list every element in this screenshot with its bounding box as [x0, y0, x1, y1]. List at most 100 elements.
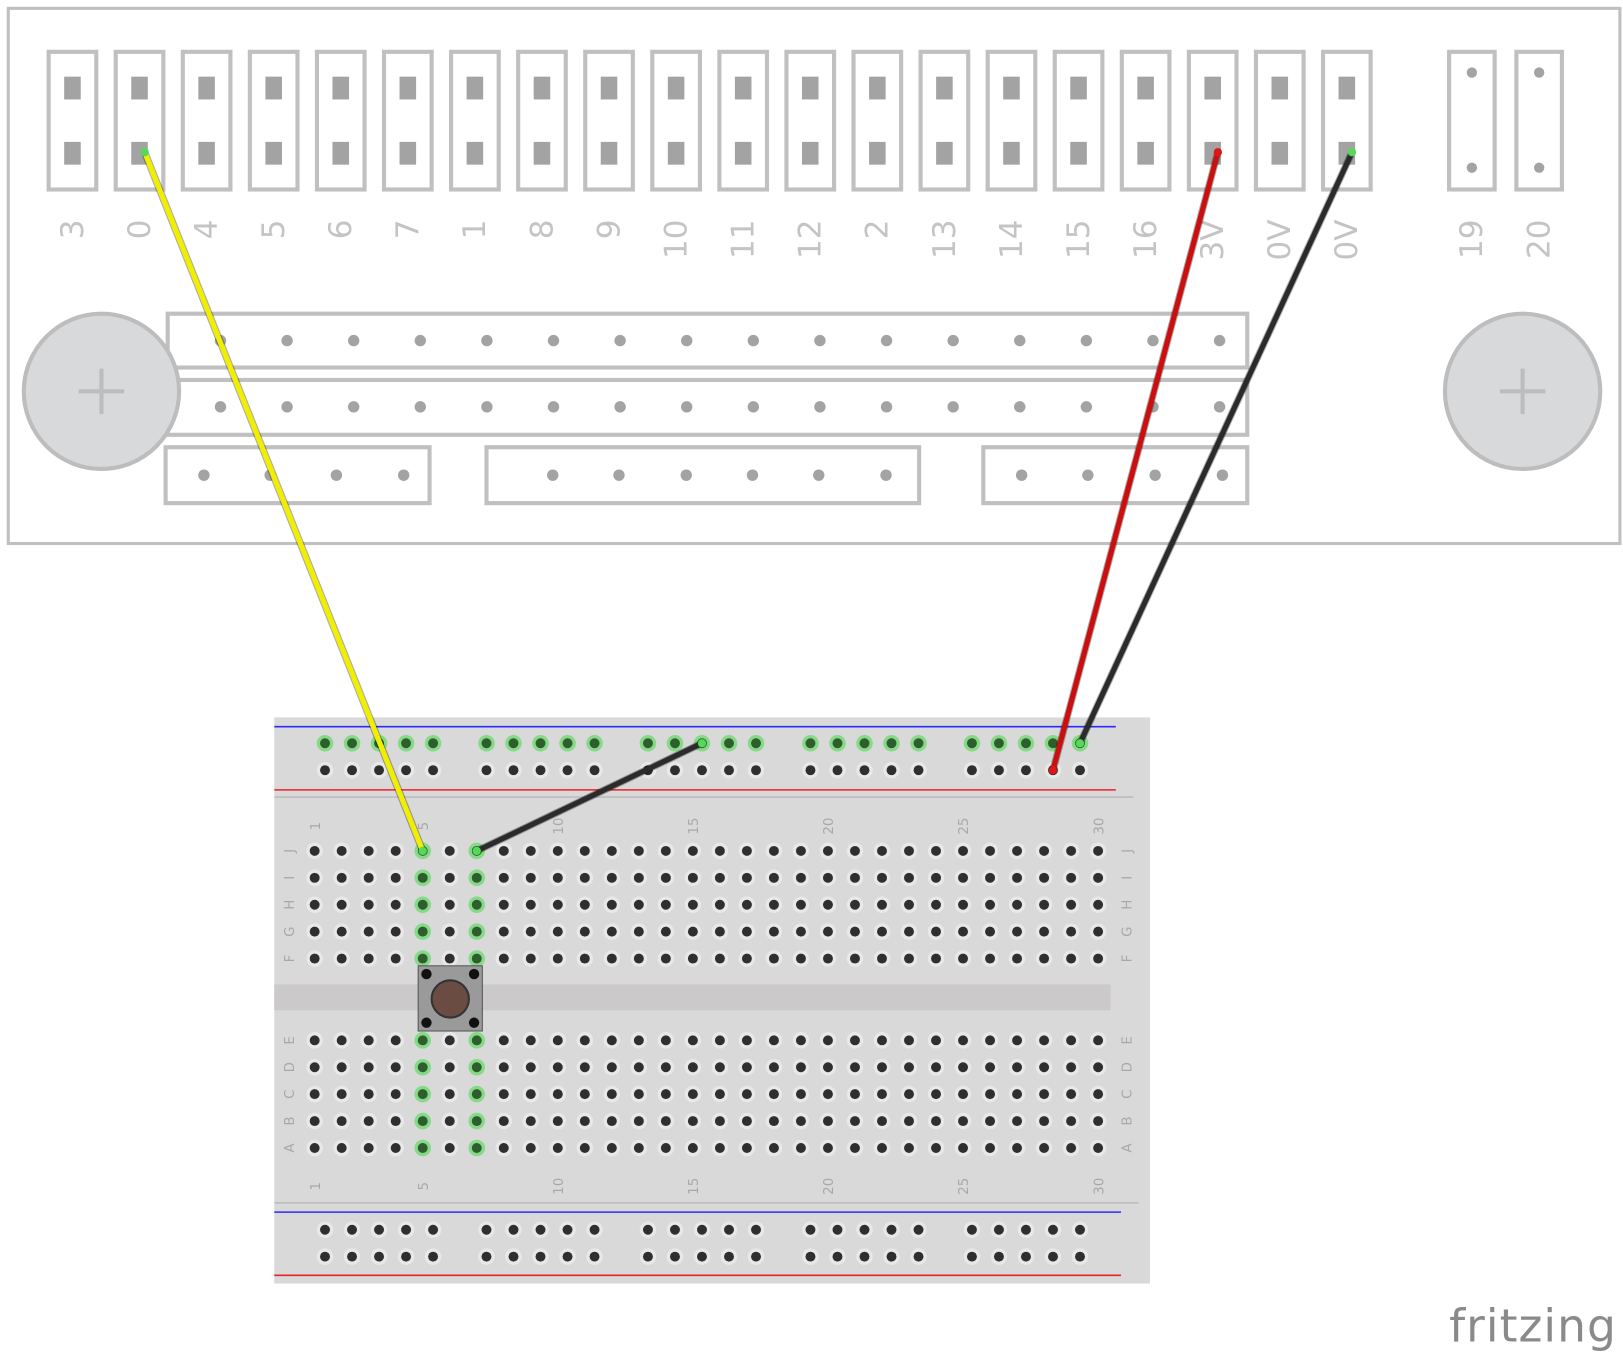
breadboard-hole[interactable] [900, 896, 918, 914]
breadboard-hole[interactable] [343, 761, 361, 779]
breadboard-hole[interactable] [1017, 1248, 1035, 1265]
breadboard-hole[interactable] [1035, 950, 1053, 967]
breadboard-hole[interactable] [990, 1221, 1008, 1239]
breadboard-hole[interactable] [387, 1112, 404, 1130]
breadboard-hole[interactable] [738, 923, 756, 940]
breadboard-hole[interactable] [1035, 1058, 1053, 1076]
header-pin-7[interactable]: 7 [381, 49, 434, 239]
breadboard-hole[interactable] [316, 1221, 334, 1239]
breadboard-hole[interactable] [1008, 1032, 1026, 1049]
breadboard-hole[interactable] [441, 950, 459, 967]
breadboard-hole[interactable] [505, 761, 522, 779]
breadboard-hole[interactable] [747, 734, 765, 752]
breadboard-hole[interactable] [316, 1248, 334, 1265]
breadboard-hole[interactable] [333, 842, 350, 860]
header-pin-0V[interactable]: 0V [1253, 49, 1306, 261]
breadboard-hole[interactable] [343, 1221, 361, 1239]
wire-end[interactable] [140, 148, 149, 157]
breadboard-hole[interactable] [927, 869, 945, 887]
wire-end[interactable] [472, 846, 481, 856]
breadboard-hole[interactable] [684, 923, 702, 940]
breadboard-hole[interactable] [478, 1221, 495, 1239]
breadboard-hole[interactable] [1089, 1112, 1107, 1130]
breadboard-hole[interactable] [927, 1032, 945, 1049]
breadboard-hole[interactable] [370, 1221, 388, 1239]
breadboard-hole[interactable] [846, 950, 864, 967]
breadboard-hole[interactable] [954, 923, 972, 940]
breadboard-hole[interactable] [963, 734, 981, 752]
breadboard-hole[interactable] [765, 1112, 783, 1130]
breadboard-hole[interactable] [684, 896, 702, 914]
breadboard-hole[interactable] [927, 923, 945, 940]
breadboard-hole[interactable] [963, 1221, 981, 1239]
breadboard-hole[interactable] [549, 1139, 567, 1157]
breadboard-hole[interactable] [478, 1248, 495, 1265]
breadboard-hole[interactable] [873, 1139, 891, 1157]
breadboard-hole[interactable] [603, 896, 621, 914]
breadboard-hole[interactable] [333, 1112, 350, 1130]
breadboard-hole[interactable] [414, 1032, 432, 1049]
breadboard-hole[interactable] [576, 1032, 594, 1049]
breadboard-hole[interactable] [387, 950, 404, 967]
breadboard-hole[interactable] [333, 896, 350, 914]
breadboard-hole[interactable] [630, 1139, 648, 1157]
breadboard-hole[interactable] [586, 734, 603, 752]
breadboard-hole[interactable] [1071, 1248, 1089, 1265]
breadboard-hole[interactable] [873, 842, 891, 860]
breadboard-hole[interactable] [981, 842, 999, 860]
breadboard-hole[interactable] [360, 950, 377, 967]
breadboard-hole[interactable] [1089, 923, 1107, 940]
breadboard-hole[interactable] [981, 1058, 999, 1076]
breadboard-hole[interactable] [666, 1248, 684, 1265]
button-cap[interactable] [430, 979, 470, 1019]
breadboard-hole[interactable] [819, 1032, 837, 1049]
breadboard-hole[interactable] [873, 869, 891, 887]
breadboard-hole[interactable] [306, 923, 323, 940]
breadboard-hole[interactable] [1008, 1139, 1026, 1157]
breadboard-hole[interactable] [981, 1085, 999, 1103]
breadboard-hole[interactable] [1089, 869, 1107, 887]
breadboard-hole[interactable] [603, 950, 621, 967]
breadboard-hole[interactable] [666, 761, 684, 779]
breadboard-hole[interactable] [711, 1139, 729, 1157]
breadboard-hole[interactable] [927, 1058, 945, 1076]
breadboard-hole[interactable] [397, 734, 415, 752]
breadboard-hole[interactable] [414, 896, 432, 914]
breadboard-hole[interactable] [1071, 761, 1089, 779]
breadboard-hole[interactable] [765, 1032, 783, 1049]
breadboard-hole[interactable] [792, 842, 810, 860]
breadboard-hole[interactable] [333, 950, 350, 967]
breadboard-hole[interactable] [522, 896, 540, 914]
breadboard-hole[interactable] [900, 1139, 918, 1157]
breadboard-hole[interactable] [532, 734, 549, 752]
breadboard-hole[interactable] [1062, 869, 1080, 887]
breadboard-hole[interactable] [792, 1112, 810, 1130]
breadboard-hole[interactable] [414, 923, 432, 940]
header-pin-13[interactable]: 13 [918, 49, 971, 259]
breadboard-hole[interactable] [495, 1112, 513, 1130]
breadboard-hole[interactable] [468, 923, 486, 940]
yellow-wire[interactable] [140, 148, 427, 856]
breadboard-hole[interactable] [765, 896, 783, 914]
breadboard-hole[interactable] [819, 869, 837, 887]
breadboard-hole[interactable] [883, 761, 900, 779]
breadboard-hole[interactable] [990, 761, 1008, 779]
breadboard-hole[interactable] [333, 1032, 350, 1049]
breadboard-hole[interactable] [586, 761, 603, 779]
header-pin-0V[interactable]: 0V [1320, 49, 1373, 261]
breadboard-hole[interactable] [468, 1139, 486, 1157]
breadboard-hole[interactable] [657, 1032, 675, 1049]
header-pin-2[interactable]: 2 [851, 49, 904, 239]
breadboard-hole[interactable] [630, 1058, 648, 1076]
breadboard-hole[interactable] [387, 842, 404, 860]
breadboard-hole[interactable] [910, 734, 927, 752]
breadboard-hole[interactable] [478, 761, 495, 779]
header-pin-10[interactable]: 10 [650, 49, 702, 259]
wire-end[interactable] [1075, 739, 1085, 748]
breadboard-hole[interactable] [549, 1058, 567, 1076]
breadboard-hole[interactable] [576, 1085, 594, 1103]
breadboard-hole[interactable] [954, 869, 972, 887]
breadboard-hole[interactable] [522, 1058, 540, 1076]
breadboard-hole[interactable] [765, 950, 783, 967]
breadboard-hole[interactable] [846, 842, 864, 860]
